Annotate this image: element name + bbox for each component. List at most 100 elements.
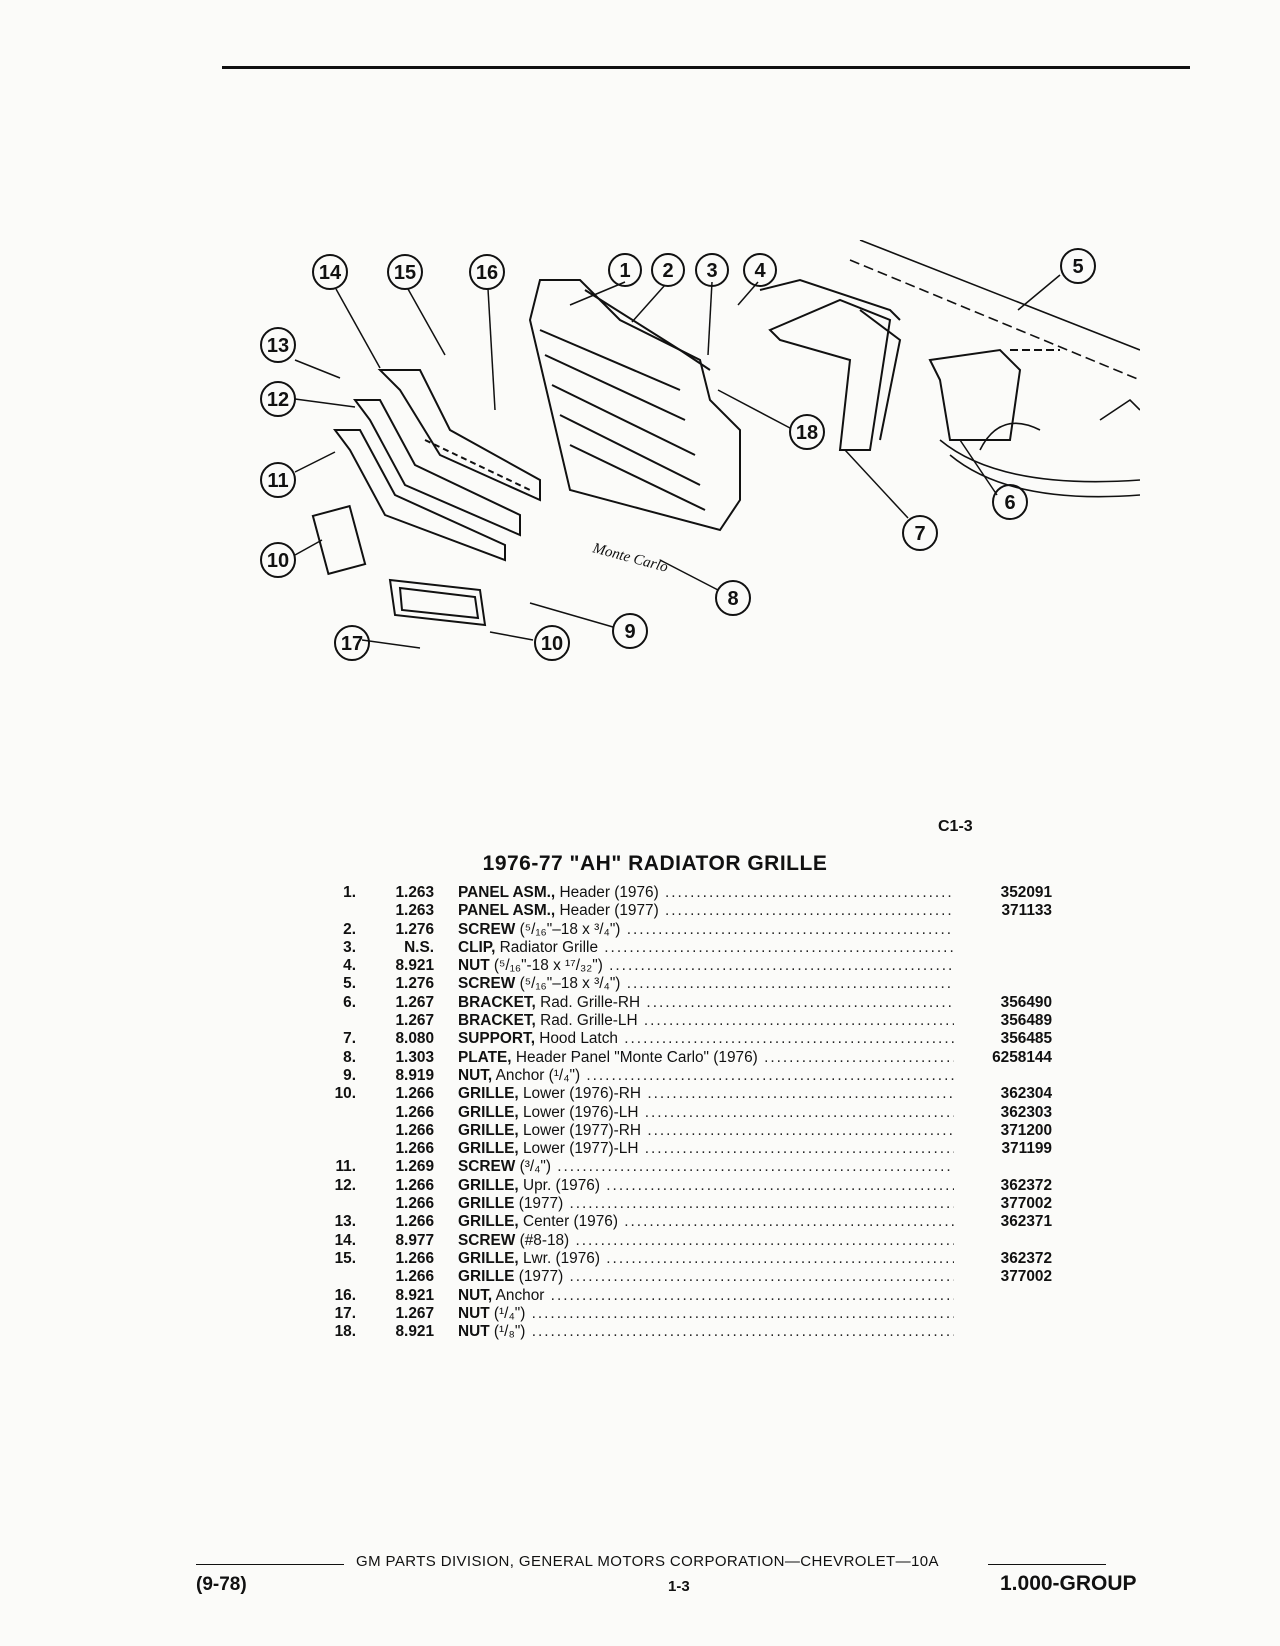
part-description: NUT, Anchor (¹/₄") .....................… [458, 1067, 954, 1085]
dot-leader: ........................................… [647, 1085, 954, 1103]
part-detail: Anchor (¹/₄") [492, 1066, 581, 1084]
part-name: PANEL ASM., [458, 902, 556, 920]
part-description: SUPPORT, Hood Latch ....................… [458, 1030, 954, 1048]
item-number: 12. [334, 1176, 356, 1194]
part-name: SCREW [458, 1158, 516, 1176]
part-number: 352091 [1000, 884, 1052, 901]
dot-leader: ........................................… [606, 1249, 954, 1267]
item-number: 8. [343, 1048, 356, 1066]
part-name: CLIP, [458, 938, 496, 956]
top-rule [222, 66, 1190, 69]
dot-leader: ........................................… [606, 1176, 954, 1194]
leader-lines [294, 274, 1061, 649]
part-name: PLATE, [458, 1048, 512, 1066]
svg-text:16: 16 [476, 262, 498, 284]
group-number: 8.921 [395, 1286, 434, 1304]
group-number: 1.267 [395, 1012, 434, 1030]
group-number: 1.266 [395, 1140, 434, 1158]
dot-leader: ........................................… [665, 884, 954, 901]
part-name: GRILLE, [458, 1176, 519, 1194]
part-description: CLIP, Radiator Grille ..................… [458, 939, 954, 957]
part-description: NUT (⁵/₁₆"-18 x ¹⁷/₃₂") ................… [458, 957, 954, 975]
group-number: 1.266 [395, 1103, 434, 1121]
part-name: GRILLE [458, 1195, 515, 1213]
svg-text:9: 9 [624, 621, 635, 643]
dot-leader: ........................................… [644, 1103, 954, 1121]
callout-13: 12 [260, 381, 296, 417]
callout-17: 16 [469, 254, 505, 290]
svg-text:17: 17 [341, 633, 363, 655]
item-number: 1. [343, 884, 356, 901]
group-number: 1.266 [395, 1195, 434, 1213]
part-detail: Rad. Grille-RH [535, 993, 641, 1011]
group-number: 8.919 [395, 1066, 434, 1084]
dot-leader: ........................................… [550, 1286, 954, 1304]
footer-date-code: (9-78) [196, 1574, 247, 1595]
part-detail: Lwr. (1976) [518, 1249, 600, 1267]
part-name: SCREW [458, 920, 516, 938]
callout-12: 11 [260, 462, 296, 498]
footer-page-number: 1-3 [668, 1578, 690, 1595]
part-name: GRILLE, [458, 1140, 519, 1158]
dot-leader: ........................................… [647, 1121, 954, 1139]
item-number: 3. [343, 938, 356, 956]
footer-rule-left [196, 1564, 344, 1565]
svg-text:12: 12 [267, 389, 289, 411]
part-number: 362372 [1000, 1249, 1052, 1267]
part-detail: (¹/₈") [489, 1323, 526, 1341]
part-name: NUT, [458, 1286, 493, 1304]
part-name: GRILLE, [458, 1085, 519, 1103]
parts-row: 3.N.S.CLIP, Radiator Grille ............… [322, 939, 1062, 957]
part-detail: (³/₄") [515, 1158, 551, 1176]
dot-leader: ........................................… [626, 975, 954, 993]
part-name: NUT [458, 1304, 490, 1322]
callout-11: 17 [334, 625, 370, 661]
part-name: NUT, [458, 1066, 493, 1084]
item-number: 18. [334, 1323, 356, 1341]
part-description: NUT (¹/₈") .............................… [458, 1323, 954, 1341]
dot-leader: ........................................… [646, 993, 954, 1011]
item-number: 5. [343, 975, 356, 993]
callout-10-bottom: 10 [534, 625, 570, 661]
part-description: SCREW (⁵/₁₆"–18 x ³/₄") ................… [458, 921, 954, 939]
part-number: 377002 [1000, 1195, 1052, 1213]
group-number: 1.266 [395, 1121, 434, 1139]
part-description: GRILLE, Lwr. (1976) ....................… [458, 1250, 954, 1268]
svg-text:14: 14 [319, 262, 342, 284]
part-number: 356490 [1000, 993, 1052, 1011]
part-number: 371199 [1001, 1140, 1052, 1158]
vehicle-body-outline [849, 240, 1140, 498]
part-detail: Anchor [492, 1286, 545, 1304]
svg-text:11: 11 [267, 470, 288, 492]
part-name: BRACKET, [458, 993, 536, 1011]
part-name: SCREW [458, 975, 516, 993]
part-description: GRILLE (1977) ..........................… [458, 1268, 954, 1286]
callout-3: 3 [695, 253, 729, 287]
item-number: 6. [343, 993, 356, 1011]
part-detail: Header Panel "Monte Carlo" (1976) [511, 1048, 758, 1066]
part-detail: Lower (1977)-RH [518, 1121, 642, 1139]
part-description: PANEL ASM., Header (1977) ..............… [458, 902, 954, 920]
callout-15: 14 [312, 254, 348, 290]
svg-text:2: 2 [662, 260, 673, 282]
part-description: NUT, Anchor ............................… [458, 1287, 954, 1305]
item-number: 15. [334, 1249, 356, 1267]
item-number: 17. [334, 1304, 356, 1322]
bracket-drawing [759, 278, 1060, 451]
monte-carlo-emblem-drawing: Monte Carlo [590, 540, 670, 576]
svg-text:13: 13 [267, 335, 289, 357]
svg-text:18: 18 [796, 422, 818, 444]
dot-leader: ........................................… [569, 1195, 954, 1213]
item-number: 13. [334, 1213, 356, 1231]
part-detail: Hood Latch [534, 1030, 618, 1048]
